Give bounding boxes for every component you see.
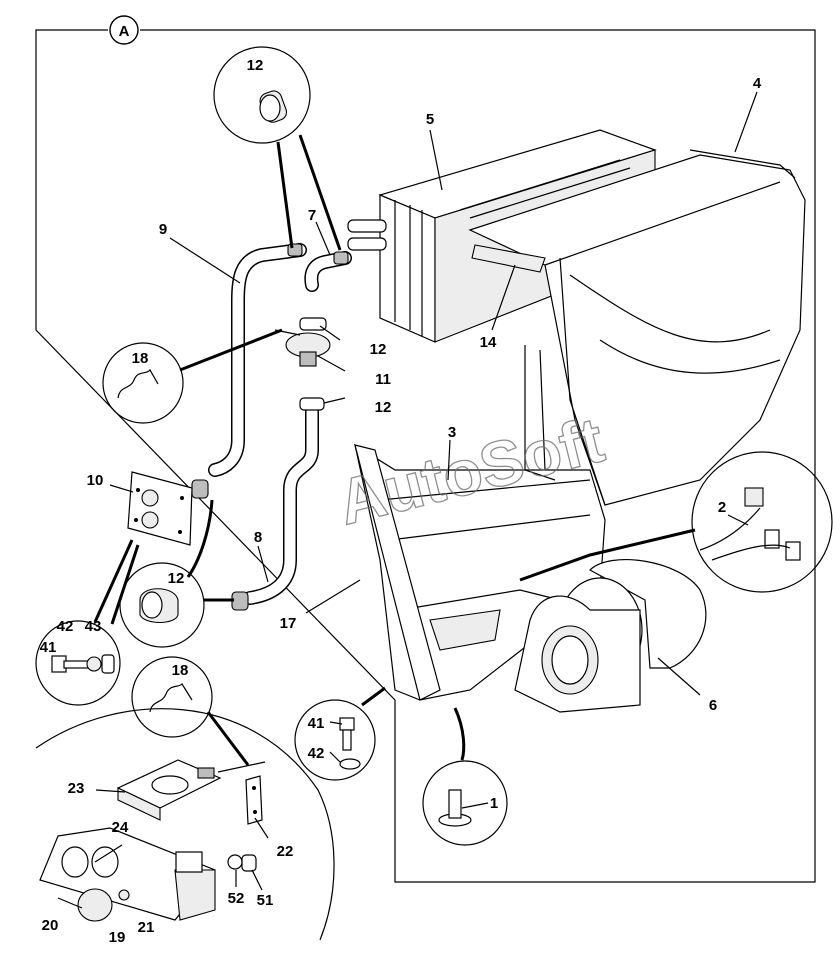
callout-6: 6 — [709, 697, 717, 714]
callout-23: 23 — [68, 780, 85, 797]
coolant-hoses — [208, 243, 352, 605]
callout-42-right: 42 — [308, 745, 325, 762]
callout-11: 11 — [375, 371, 391, 388]
callout-1: 1 — [490, 795, 498, 812]
distribution-housing — [354, 345, 606, 701]
callout-2: 2 — [718, 499, 726, 516]
callout-21: 21 — [138, 919, 155, 936]
callout-12-valve-bottom: 12 — [375, 399, 392, 416]
view-label-badge: A — [109, 15, 139, 45]
callout-24: 24 — [112, 819, 129, 836]
callout-9: 9 — [159, 221, 167, 238]
view-label: A — [119, 23, 130, 40]
leader-lines — [57, 91, 758, 909]
callout-18-top: 18 — [132, 350, 149, 367]
detail-spring-clip-bottom — [131, 656, 250, 766]
callout-20: 20 — [42, 917, 59, 934]
detail-bolt-washer — [35, 539, 140, 706]
callout-41-left: 41 — [40, 639, 57, 656]
callout-18-bottom: 18 — [172, 662, 189, 679]
callout-41-right: 41 — [308, 715, 325, 732]
callout-labels: 4 5 12 7 9 12 14 18 11 12 3 10 2 8 12 17… — [40, 57, 762, 946]
detail-screw-washer — [294, 686, 386, 781]
callout-12-left: 12 — [168, 570, 185, 587]
callout-42-left: 42 — [57, 618, 74, 635]
assembly-frame-outline — [35, 29, 816, 883]
callout-51: 51 — [257, 892, 274, 909]
callout-8: 8 — [254, 529, 262, 546]
blower-motor — [514, 559, 707, 713]
cable-bracket — [217, 761, 266, 825]
heater-valve — [274, 317, 331, 411]
heater-housing — [468, 149, 806, 506]
callout-14: 14 — [480, 334, 497, 351]
callout-19: 19 — [109, 929, 126, 946]
detail-clip-left — [119, 499, 234, 648]
detail-clip-top — [213, 46, 342, 251]
callout-10: 10 — [87, 472, 104, 489]
control-panel — [39, 827, 257, 922]
callout-12-valve-top: 12 — [370, 341, 387, 358]
callout-22: 22 — [277, 843, 294, 860]
hose-clips — [191, 243, 349, 611]
control-valve-bracket — [116, 759, 222, 821]
detail-harness-connector — [519, 451, 833, 593]
callout-43: 43 — [85, 618, 102, 635]
callout-12-top: 12 — [247, 57, 264, 74]
callout-3: 3 — [448, 424, 456, 441]
control-panel-detail-arc — [35, 708, 335, 941]
callout-52: 52 — [228, 890, 245, 907]
detail-spring-clip-top — [102, 328, 283, 424]
detail-mounting-screw — [422, 707, 508, 846]
bulkhead-plate — [127, 471, 193, 546]
callout-4: 4 — [753, 75, 762, 92]
callout-7: 7 — [308, 207, 316, 224]
callout-5: 5 — [426, 111, 434, 128]
callout-17: 17 — [280, 615, 297, 632]
